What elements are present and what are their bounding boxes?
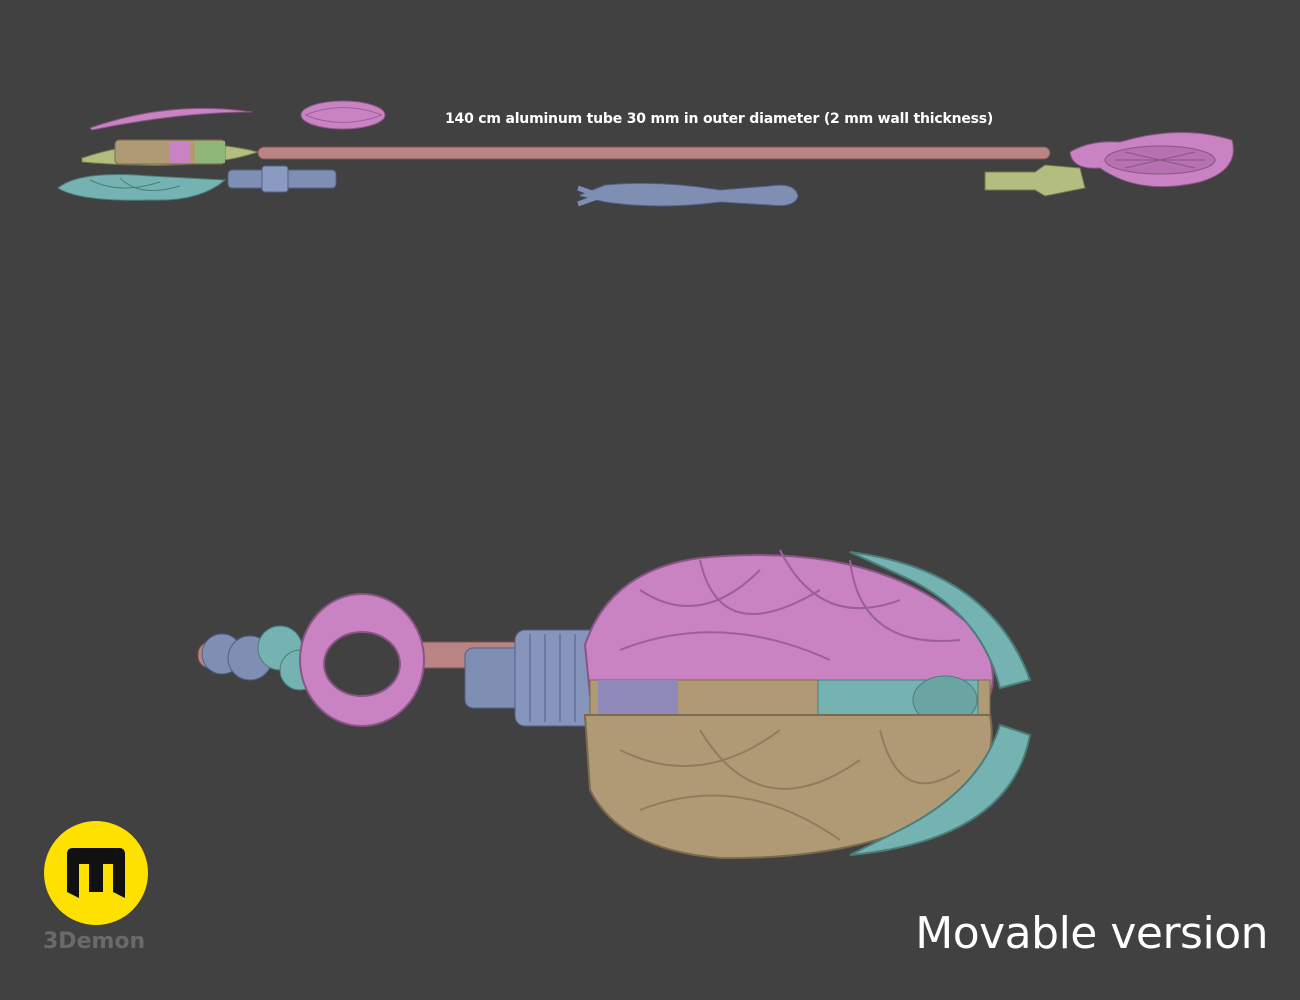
version-title: Movable version [915,908,1268,959]
assembled-staff-render [197,549,1032,860]
fork-part [579,182,799,207]
tube-caption: 140 cm aluminum tube 30 mm in outer diam… [445,111,994,127]
exploded-parts-view [57,100,1234,207]
3demon-logo-icon [44,821,148,925]
aluminum-tube [257,146,1051,160]
brand-name: 3Demon [43,929,146,954]
blade-part [89,107,253,131]
shell-part [57,174,227,201]
lime-connector-part [984,164,1086,197]
pod-part [300,100,386,130]
bottom-fin [849,723,1032,856]
top-fin [849,551,1032,690]
